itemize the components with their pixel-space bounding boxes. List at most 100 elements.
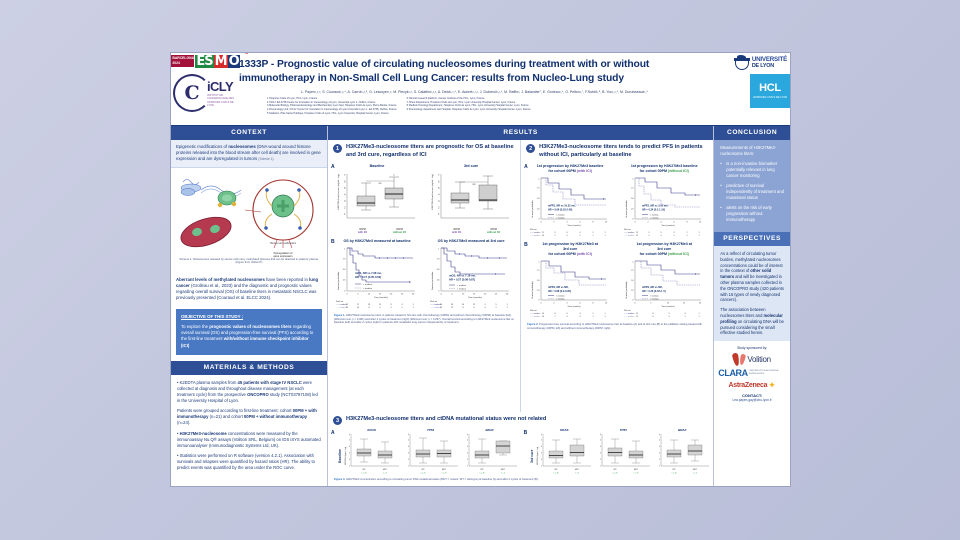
km-pfs-cure-without-ici: 1st progression by H3K27Me3 at 3rd cure … (623, 242, 705, 318)
km-pfs-cure-without-ici-title: 1st progression by H3K27Me3 at 3rd cure … (623, 242, 705, 257)
svg-text:2: 2 (648, 222, 650, 224)
poster-title: 1333P - Prognostic value of circulating … (239, 59, 650, 84)
svg-text:HR = 0.88 [0.2-3.95]: HR = 0.88 [0.2-3.95] (548, 290, 571, 293)
results-top-row: 1 H3K27Me3-nucleosome titers are prognos… (328, 140, 714, 413)
svg-text:4: 4 (408, 446, 409, 448)
km-os-baseline: OS by H3K27Me3 measured at baseline Surv… (335, 239, 419, 309)
svg-text:15: 15 (683, 303, 686, 305)
clara-subtitle: CANCÉROPÔLE AUVERGNE RHÔNE-ALPES (748, 370, 779, 376)
perspectives-p1-c: and will be investigated in other plasma… (720, 274, 784, 303)
svg-text:12: 12 (636, 235, 638, 237)
svg-text:.25: .25 (342, 280, 346, 282)
svg-text:3: 3 (390, 307, 392, 309)
svg-text:1: 1 (659, 466, 660, 468)
context-body-ref1: (Grolleau et al., 2023) (189, 282, 233, 288)
svg-text:1: 1 (699, 316, 700, 318)
svg-text:5: 5 (541, 440, 542, 442)
svg-text:H3K27Me3 (ng/mL, log): H3K27Me3 (ng/mL, log) (537, 447, 539, 465)
chart-title-line2: for cohort 00PM (639, 252, 669, 257)
svg-text:2: 2 (600, 459, 601, 461)
svg-text:HR = 0.66 [0.18-2.45]: HR = 0.66 [0.18-2.45] (548, 209, 572, 212)
panel-1-sub-letter-a: A (331, 164, 335, 171)
svg-text:n = 4: n = 4 (693, 473, 697, 475)
methods-p1-study: ONCOPRO (247, 392, 269, 398)
svg-text:25: 25 (401, 294, 404, 296)
svg-text:5: 5 (344, 187, 346, 190)
svg-text:MUT: MUT (575, 469, 580, 471)
column-center: RESULTS 1 H3K27Me3-nucleosome titers are… (328, 126, 715, 486)
objective-c: regarding overall survival (OS) and prog… (181, 323, 314, 342)
svg-text:2: 2 (674, 235, 675, 237)
panel-2-subpanel-b: B 1st progression by H3K27Me3 at 3rd cur… (521, 240, 713, 321)
chart-cohort-tag: (with ICI) (576, 252, 592, 257)
svg-text:— > median: — > median (336, 306, 347, 309)
gene-label-tp53: TP53 (427, 428, 435, 433)
panel-3-group-a: A Baseline KRAS H3K27Me3 (ng/mL, log) (328, 428, 521, 476)
svg-text:Survival probability: Survival probability (625, 281, 628, 299)
svg-text:8: 8 (555, 313, 556, 315)
affiliation-item: 6 Clinical research platform, Cancer Ins… (406, 97, 485, 100)
panel-2-row-b: 1st progression by H3K27Me3 at 3rd cure … (525, 242, 709, 318)
panel-2-number: 2 (526, 144, 536, 153)
svg-text:1: 1 (593, 235, 594, 237)
svg-text:9: 9 (485, 304, 487, 306)
chart-cohort-tag: (without ICI) (668, 169, 689, 174)
icly-subtitle: INSTITUT DE CANCEROLOGIE DES HOSPICES CI… (207, 93, 234, 107)
esmo-letter-o: O (227, 54, 240, 69)
astrazeneca-mark-icon: ✦ (768, 380, 776, 391)
poster-header: BARCELONA 2024 ES M O congress C iCLY IN… (171, 53, 790, 126)
results-panel-3: 3 H3K27Me3-nucleosome titers and ctDNA m… (328, 412, 714, 486)
svg-text:Risk set: Risk set (530, 228, 537, 231)
panel-1-footnote-text: H3K27Me3-nucleosome titers in patients t… (334, 314, 514, 325)
svg-text:5: 5 (408, 440, 409, 442)
svg-text:H3K27Me3 (ng/mL, log): H3K27Me3 (ng/mL, log) (345, 447, 347, 465)
icly-ring-icon: C (173, 74, 211, 112)
svg-text:1: 1 (605, 316, 606, 318)
svg-text:Risk set: Risk set (624, 309, 631, 312)
svg-text:8: 8 (593, 222, 595, 224)
svg-text:1: 1 (600, 466, 601, 468)
km-os-third-cure-title: OS by H3K27Me3 measured at 3rd cure (437, 239, 505, 244)
contact-email[interactable]: Lea.payen-gay@chu-lyon.fr (732, 398, 772, 403)
svg-text:> median: > median (457, 287, 467, 290)
svg-text:20: 20 (390, 294, 393, 296)
svg-text:Survival probability: Survival probability (625, 200, 628, 218)
esmo-congress-logo: BARCELONA 2024 ES M O congress (171, 53, 260, 69)
svg-text:— < median: — < median (624, 312, 634, 315)
svg-text:0: 0 (438, 291, 440, 293)
svg-text:20: 20 (440, 304, 443, 306)
km-pfs-cure-with-ici: 1st progression by H3K27Me3 at 3rd cure … (529, 242, 611, 318)
svg-text:HR = 0.27 [0.08-0.87]: HR = 0.27 [0.08-0.87] (449, 278, 475, 282)
methods-p1-c: were collected at diagnosis and througho… (177, 379, 312, 398)
svg-text:7: 7 (344, 174, 346, 177)
svg-text:6: 6 (349, 434, 350, 436)
boxplot-cure-group1-sub: with ICI (451, 231, 462, 235)
esmo-letter-m: M (213, 54, 228, 69)
panel-1-sub-letter-b: B (331, 239, 335, 246)
svg-text:> median: > median (363, 287, 373, 290)
methods-paragraph-3: • H3K27Me3-nucleosome concentrations wer… (177, 431, 321, 449)
conclusion-lead: Measurements of H3K27Me3-nucleosome tite… (720, 145, 777, 156)
svg-text:1: 1 (344, 249, 346, 251)
svg-text:1: 1 (507, 307, 509, 309)
svg-text:25: 25 (495, 294, 498, 296)
hcl-subtitle: HOSPICES CIVILS DE LYON (752, 96, 788, 100)
methods-paragraph-2: Patients were grouped according to first… (177, 408, 321, 426)
svg-text:.75: .75 (342, 259, 346, 261)
svg-text:1: 1 (412, 304, 414, 306)
svg-text:gene expression: gene expression (273, 254, 293, 258)
panel-3-title: H3K27Me3-nucleosome titers and ctDNA mut… (346, 416, 547, 423)
svg-text:— > median: — > median (430, 306, 441, 309)
svg-text:1: 1 (344, 213, 346, 216)
svg-text:Survival probability: Survival probability (531, 281, 534, 299)
svg-text:2: 2 (401, 307, 403, 309)
svg-text:.25: .25 (537, 290, 541, 292)
svg-text:— > median: — > median (624, 234, 634, 237)
svg-text:6: 6 (368, 307, 370, 309)
